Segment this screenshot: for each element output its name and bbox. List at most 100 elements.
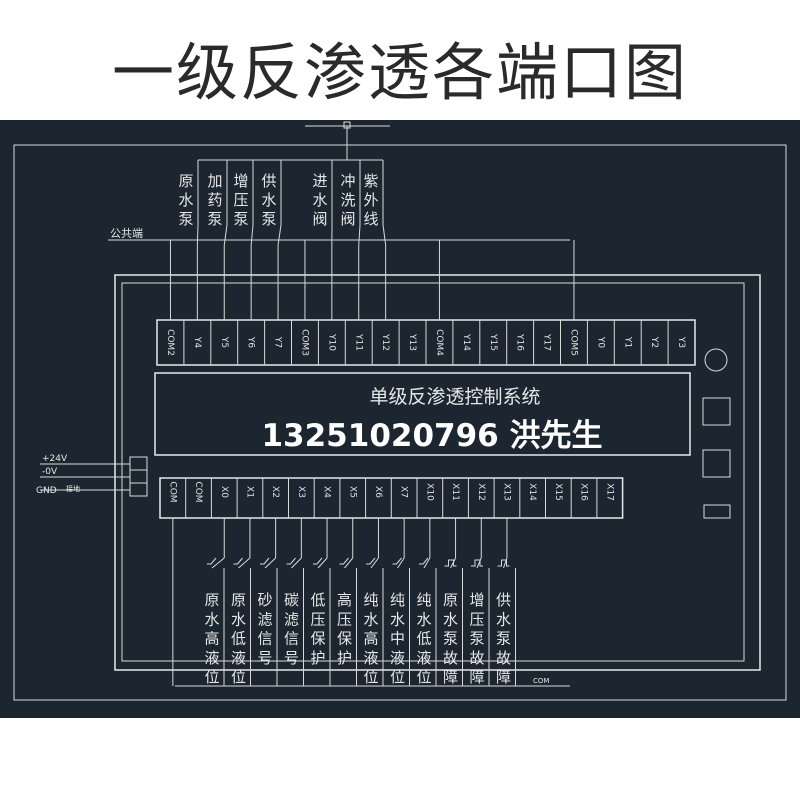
contact-line: 13251020796 洪先生	[261, 418, 602, 454]
top-port-y2: Y2	[649, 336, 659, 348]
input-label: 原水低液位	[231, 591, 246, 686]
output-label: 供水泵	[261, 172, 276, 228]
input-wire	[423, 557, 431, 569]
common-label: 公共端	[110, 227, 143, 240]
output-label: 进水阀	[312, 172, 327, 228]
top-port-y13: Y13	[407, 333, 417, 351]
bottom-port-x11: X11	[450, 483, 460, 501]
input-wire	[291, 557, 302, 569]
switch-symbol	[392, 557, 402, 565]
input-label: 原水高液位	[204, 591, 219, 686]
switch-symbol	[286, 557, 296, 565]
bottom-port-x13: X13	[501, 483, 511, 501]
display-panel	[154, 372, 691, 456]
top-port-y10: Y10	[326, 333, 336, 351]
bottom-port-x2: X2	[270, 486, 280, 498]
output-label: 加药泵	[207, 172, 222, 228]
side-button-1	[702, 397, 731, 426]
input-wire	[211, 557, 225, 569]
power-knob	[704, 348, 728, 372]
power-label-24v: +24V	[42, 454, 68, 464]
power-label-0v: -0V	[42, 467, 58, 477]
switch-symbol	[207, 557, 217, 565]
switch-symbol	[366, 557, 376, 565]
top-port-y11: Y11	[353, 333, 363, 351]
power-label-gnd: GND	[36, 486, 57, 496]
bottom-port-x0: X0	[219, 486, 229, 498]
top-port-y3: Y3	[676, 336, 686, 348]
top-port-y15: Y15	[488, 333, 498, 351]
top-port-y16: Y16	[515, 333, 525, 351]
plc-inner-frame	[121, 282, 745, 662]
top-port-y14: Y14	[461, 333, 471, 351]
top-port-y7: Y7	[273, 336, 283, 348]
input-wire	[317, 557, 328, 569]
output-label: 紫外线	[363, 172, 378, 228]
output-wire	[196, 224, 199, 246]
top-port-y1: Y1	[622, 336, 632, 348]
fault-contact-symbol	[497, 559, 510, 567]
input-wire	[450, 557, 456, 569]
output-wire	[358, 224, 361, 246]
switch-symbol	[260, 557, 270, 565]
bottom-port-x1: X1	[244, 486, 254, 498]
top-port-y4: Y4	[192, 336, 202, 348]
input-wire	[238, 557, 251, 569]
bottom-port-x15: X15	[553, 483, 563, 501]
switch-symbol	[339, 557, 349, 565]
input-label: 原水泵故障	[443, 591, 458, 686]
output-label: 原水泵	[178, 172, 193, 228]
input-label: 高压保护	[337, 591, 352, 667]
input-wire	[503, 557, 508, 569]
plc-outer-frame	[114, 274, 761, 671]
ground-note: 接地	[66, 484, 80, 493]
diagram-background	[0, 120, 800, 718]
input-label: 纯水中液位	[390, 591, 405, 686]
fault-contact-symbol	[444, 559, 457, 567]
com-bus-label: COM	[533, 677, 549, 685]
output-wire	[250, 224, 254, 246]
feed-terminal	[343, 121, 351, 129]
switch-symbol	[419, 557, 429, 565]
top-port-y17: Y17	[542, 333, 552, 351]
output-label: 冲洗阀	[340, 172, 355, 228]
output-wire	[223, 224, 228, 246]
input-label: 低压保护	[310, 591, 325, 667]
fault-contact-symbol	[471, 559, 483, 567]
top-port-y6: Y6	[246, 336, 256, 348]
bottom-port-x4: X4	[322, 486, 332, 498]
top-port-y12: Y12	[380, 333, 390, 351]
input-label: 纯水高液位	[363, 591, 378, 686]
input-wire	[397, 557, 405, 569]
input-wire	[476, 557, 482, 569]
outer-frame	[13, 144, 787, 701]
output-wire	[277, 224, 282, 246]
top-port-com2: COM2	[165, 329, 175, 356]
bottom-port-x7: X7	[399, 486, 409, 498]
top-port-y0: Y0	[595, 336, 605, 348]
output-label: 增压泵	[233, 172, 248, 228]
wiring-diagram: 单级反渗透控制系统 13251020796 洪先生 +24V -0V GND 接…	[0, 120, 800, 718]
display-title: 单级反渗透控制系统	[369, 386, 540, 408]
bottom-port-x5: X5	[347, 486, 357, 498]
input-wire	[344, 557, 354, 569]
switch-symbol	[313, 557, 323, 565]
output-wire	[382, 224, 387, 246]
top-port-com4: COM4	[434, 329, 444, 356]
bottom-port-x16: X16	[579, 483, 589, 501]
top-port-com3: COM3	[299, 329, 309, 356]
input-label: 砂滤信号	[257, 591, 272, 667]
switch-symbol	[233, 557, 243, 565]
side-button-2	[702, 449, 731, 478]
bottom-port-x14: X14	[527, 483, 537, 501]
input-label: 供水泵故障	[496, 591, 511, 686]
bottom-port-x6: X6	[373, 486, 383, 498]
input-label: 纯水低液位	[416, 591, 431, 686]
bottom-port-x17: X17	[604, 483, 614, 501]
bottom-port-x12: X12	[476, 483, 486, 501]
bottom-port-com: COM	[193, 481, 203, 502]
bottom-port-x3: X3	[296, 486, 306, 498]
input-wire	[264, 557, 276, 569]
input-label: 增压泵故障	[469, 591, 484, 686]
